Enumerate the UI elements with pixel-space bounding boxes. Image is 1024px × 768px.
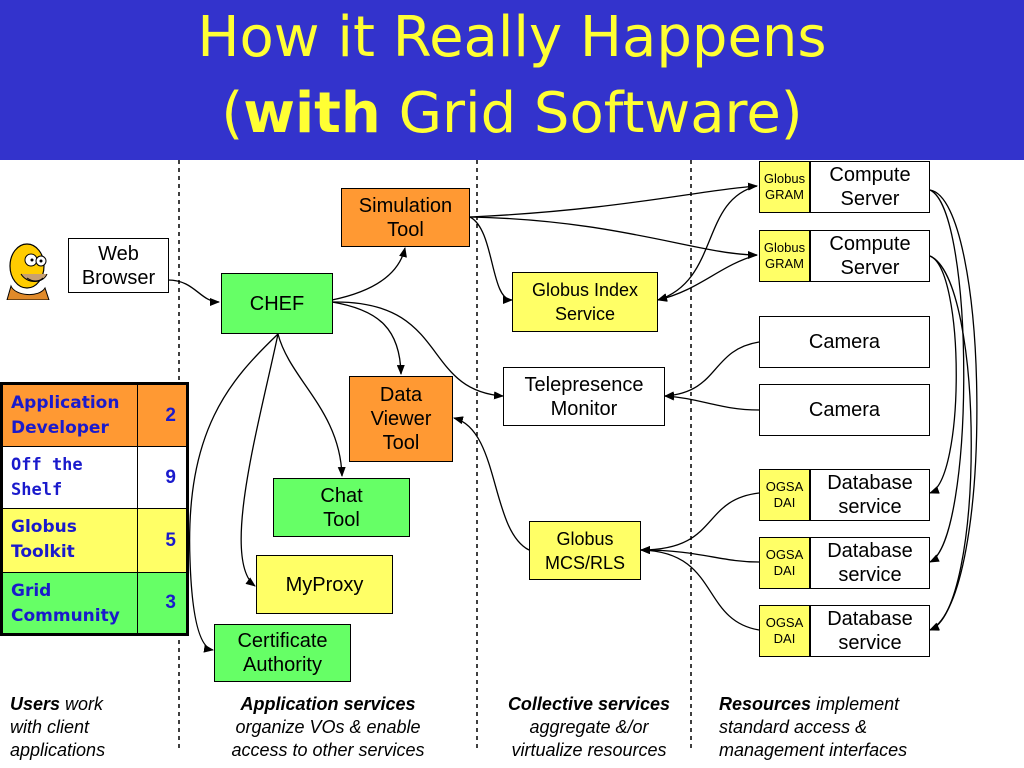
page-subtitle: (with Grid Software): [221, 81, 803, 146]
arrow-chef-chat: [277, 333, 346, 477]
arrow-camera1-telepresence: [664, 341, 760, 400]
chef-box: CHEF: [221, 273, 333, 334]
arrow-camera2-telepresence: [664, 392, 760, 411]
legend-count: 5: [165, 529, 176, 551]
legend-count: 3: [165, 592, 176, 613]
arrow-sim-index: [469, 216, 513, 304]
arrow-chef-dataviewer: [331, 301, 405, 375]
application-services-caption: Application services organize VOs & enab…: [231, 694, 425, 760]
arrow-ogsa2-mcs: [640, 546, 760, 563]
arrow-compute2-db1: [929, 255, 957, 494]
page-title: How it Really Happens: [197, 5, 827, 70]
legend-count: 2: [165, 404, 176, 426]
arrow-ogsa3-mcs: [640, 546, 760, 631]
resources-caption: Resources implement standard access & ma…: [719, 694, 908, 760]
arrow-ogsa1-mcs: [640, 492, 760, 554]
arrow-chef-simulation: [331, 247, 407, 301]
arrow-gram2-index: [657, 254, 758, 302]
users-caption: Users work with client applications: [10, 694, 106, 760]
arrow-compute1-db2: [929, 189, 965, 563]
arrow-mcs-dataviewer: [453, 416, 530, 551]
camera-box: Camera: [759, 384, 930, 436]
myproxy-box: MyProxy: [256, 555, 393, 614]
arrow-gram1-index: [657, 185, 758, 302]
arrow-sim-gram1: [469, 182, 758, 218]
title-banner: How it Really Happens (with Grid Softwar…: [0, 0, 1024, 160]
arrow-sim-gram2: [469, 216, 758, 259]
camera-box: Camera: [759, 316, 930, 368]
collective-services-caption: Collective services aggregate &/or virtu…: [507, 694, 671, 760]
arrow-compute2-db3: [929, 255, 972, 631]
arrow-browser-chef: [167, 279, 220, 306]
arrow-chef-myproxy: [240, 333, 279, 587]
user-avatar-icon: [5, 238, 55, 300]
legend-count: 9: [165, 466, 176, 488]
arrow-compute1-db3: [929, 189, 978, 631]
